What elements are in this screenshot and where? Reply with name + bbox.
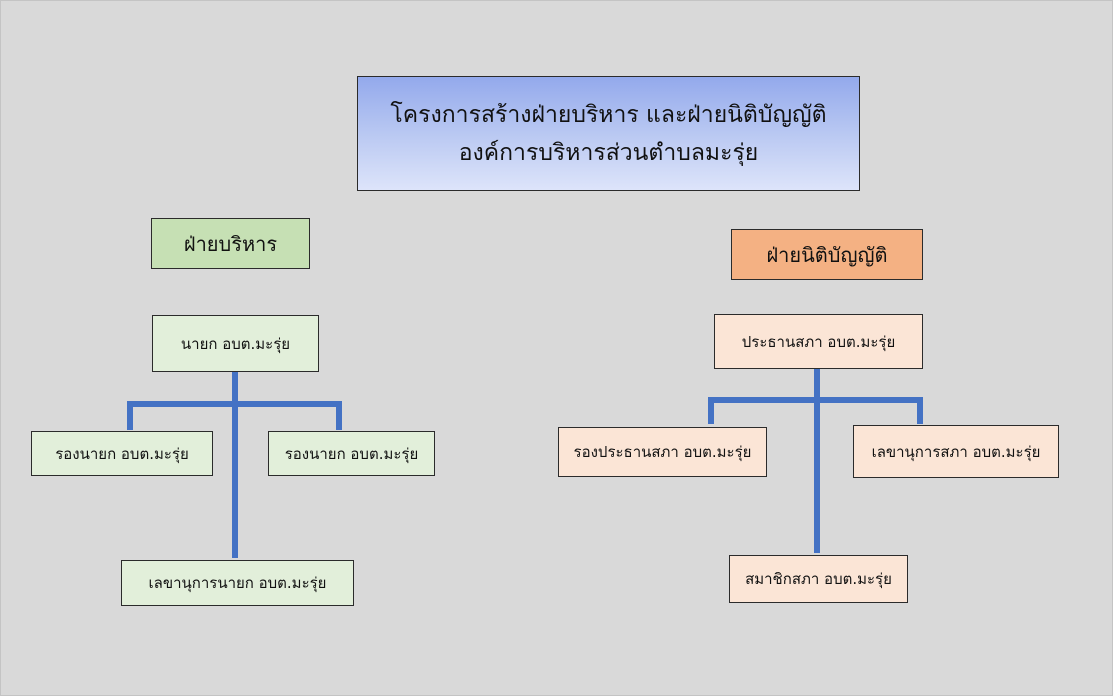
leg-head-box: ประธานสภา อบต.มะรุ่ย xyxy=(714,314,923,369)
exec-deputy-right-box: รองนายก อบต.มะรุ่ย xyxy=(268,431,435,476)
exec-head-box: นายก อบต.มะรุ่ย xyxy=(152,315,319,372)
exec-deputy-left-box: รองนายก อบต.มะรุ่ย xyxy=(31,431,213,476)
chart-title-box: โครงการสร้างฝ่ายบริหาร และฝ่ายนิติบัญญัต… xyxy=(357,76,860,191)
chart-title-line2: องค์การบริหารส่วนตำบลมะรุ่ย xyxy=(458,139,759,166)
legislative-header: ฝ่ายนิติบัญญัติ xyxy=(731,229,923,280)
leg-deputy-box: รองประธานสภา อบต.มะรุ่ย xyxy=(558,427,767,477)
leg-member-box: สมาชิกสภา อบต.มะรุ่ย xyxy=(729,555,908,603)
executive-header: ฝ่ายบริหาร xyxy=(151,218,310,269)
exec-secretary-box: เลขานุการนายก อบต.มะรุ่ย xyxy=(121,560,354,606)
leg-secretary-box: เลขานุการสภา อบต.มะรุ่ย xyxy=(853,425,1059,478)
leg-branch xyxy=(708,397,923,424)
chart-title-line1: โครงการสร้างฝ่ายบริหาร และฝ่ายนิติบัญญัต… xyxy=(390,101,827,128)
exec-branch xyxy=(127,401,342,430)
